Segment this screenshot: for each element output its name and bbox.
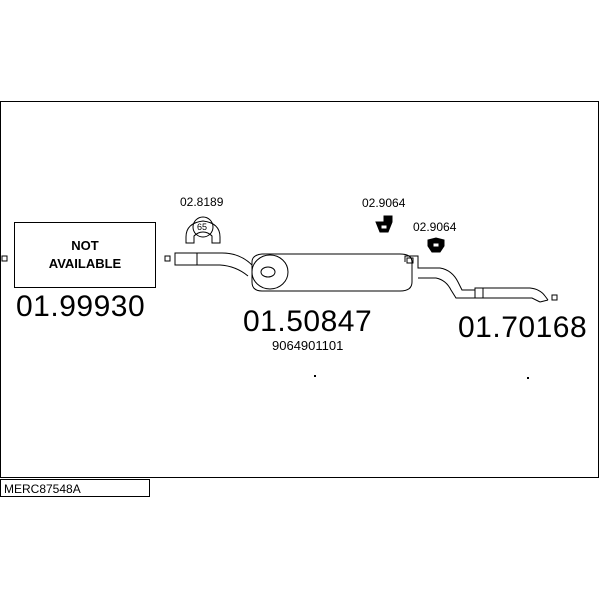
clamp-65-icon: [185, 216, 221, 244]
clamp-size-badge: 65: [197, 222, 208, 232]
part-number: 01.70168: [458, 311, 588, 344]
dot-marker: [314, 375, 316, 377]
accessory-number: 02.9064: [362, 196, 406, 210]
front-pipe: [174, 252, 253, 277]
dot-marker: [527, 377, 529, 379]
rubber-hanger-icon: [427, 237, 445, 253]
accessory-number: 02.9064: [413, 220, 457, 234]
not-available-line1: NOT: [71, 238, 99, 253]
rear-connector-marker: [551, 294, 558, 301]
not-available-box: NOT AVAILABLE: [14, 222, 156, 288]
part-number: 01.99930: [16, 290, 146, 323]
front-connector-marker: [164, 255, 171, 262]
left-connector-marker: [1, 255, 8, 262]
oem-number: 9064901101: [272, 338, 344, 353]
rear-pipe: [418, 267, 549, 303]
middle-muffler: [251, 253, 430, 292]
diagram-frame: [0, 101, 599, 478]
diagram-code: MERC87548A: [0, 479, 150, 497]
part-number: 01.50847: [243, 305, 373, 338]
accessory-number: 02.8189: [180, 195, 224, 209]
not-available-line2: AVAILABLE: [48, 256, 122, 271]
rubber-hanger-icon: [375, 215, 393, 233]
